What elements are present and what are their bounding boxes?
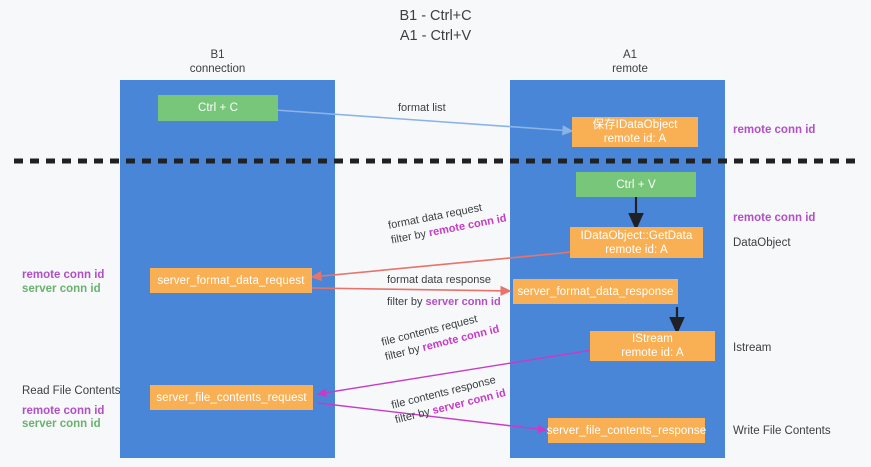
node-ctrl-c[interactable]: Ctrl + C <box>158 95 278 121</box>
annotation-left-server-conn-id-2: server conn id <box>22 418 101 430</box>
annotation-right-remote-conn-id-mid: remote conn id <box>733 212 816 224</box>
annotation-right-istream: Istream <box>733 342 772 354</box>
filter-prefix: filter by <box>387 296 426 308</box>
edge-label-format-data-response-filter: filter by server conn id <box>387 295 501 310</box>
node-server-file-contents-response[interactable]: server_file_contents_response <box>547 418 706 443</box>
node-save-idataobject[interactable]: 保存IDataObject remote id: A <box>572 117 698 147</box>
edge-label-format-data-response: format data response filter by server co… <box>387 273 501 310</box>
edge-label-file-contents-response: file contents response filter by server … <box>390 371 508 428</box>
node-idataobject-getdata[interactable]: IDataObject::GetData remote id: A <box>570 227 703 258</box>
node-istream[interactable]: IStream remote id: A <box>590 331 715 361</box>
annotation-right-remote-conn-id-top: remote conn id <box>733 124 816 136</box>
annotation-right-dataobject: DataObject <box>733 237 791 249</box>
annotation-left-remote-conn-id-2: remote conn id <box>22 405 105 417</box>
filter-value: server conn id <box>425 296 501 308</box>
annotation-right-write-file-contents: Write File Contents <box>733 425 831 437</box>
edge-label-format-data-response-text: format data response <box>387 274 491 286</box>
column-header-b1: B1 connection <box>189 49 246 75</box>
edge-label-format-data-request: format data request filter by remote con… <box>387 197 508 249</box>
edge-label-file-contents-request: file contents request filter by remote c… <box>380 308 501 366</box>
node-server-format-data-request[interactable]: server_format_data_request <box>150 268 312 293</box>
annotation-left-remote-conn-id: remote conn id <box>22 269 105 281</box>
node-server-file-contents-request[interactable]: server_file_contents_request <box>150 385 313 410</box>
node-server-format-data-response[interactable]: server_format_data_response <box>513 279 678 304</box>
column-header-a1: A1 remote <box>612 49 648 75</box>
edge-label-format-list: format list <box>398 102 446 114</box>
annotation-left-read-file-contents: Read File Contents <box>22 385 121 397</box>
page-title: B1 - Ctrl+C A1 - Ctrl+V <box>399 8 472 44</box>
annotation-left-server-conn-id: server conn id <box>22 283 101 295</box>
node-ctrl-v[interactable]: Ctrl + V <box>576 172 696 197</box>
